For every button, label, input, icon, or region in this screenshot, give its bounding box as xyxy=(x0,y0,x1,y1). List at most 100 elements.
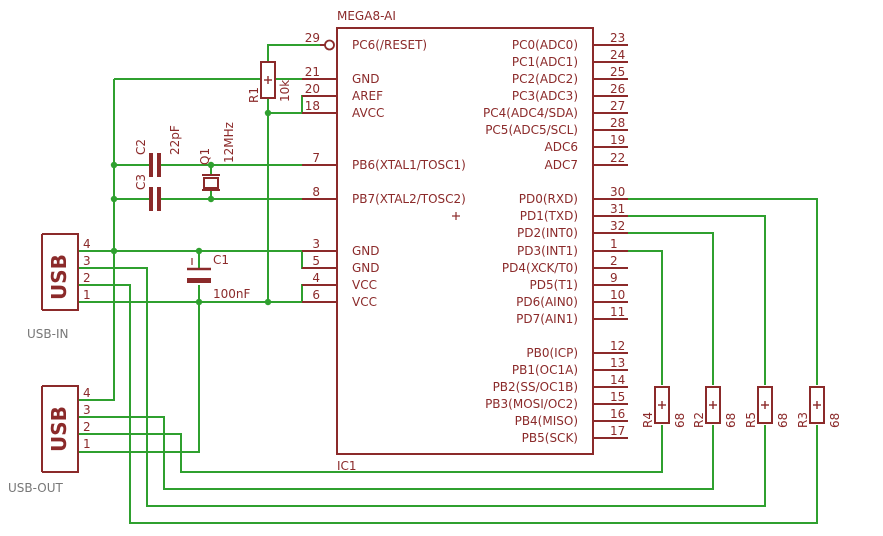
pin-number: 12 xyxy=(610,339,625,353)
usb-out-pin-2: 2 xyxy=(83,420,91,434)
junction-dot xyxy=(110,195,118,203)
pin-number: 7 xyxy=(312,151,320,165)
pin-name: PB3(MOSI/OC2) xyxy=(485,397,578,411)
pin-number: 18 xyxy=(305,99,320,113)
junction-dot xyxy=(207,161,215,169)
connector-usb-in: USB USB-IN 4 3 2 1 xyxy=(27,233,91,341)
pin-number: 26 xyxy=(610,82,625,96)
usb-out-pin-1: 1 xyxy=(83,437,91,451)
r3-value: 68 xyxy=(828,413,842,428)
wire-usbin-pin2 xyxy=(78,284,818,524)
pin-name: PB1(OC1A) xyxy=(512,363,578,377)
wire-usbin-pin3 xyxy=(78,267,766,507)
pin-number: 3 xyxy=(312,237,320,251)
pin-name: PD5(T1) xyxy=(530,278,578,292)
q1-value: 12MHz xyxy=(222,122,236,163)
pin-name: PD1(TXD) xyxy=(520,209,578,223)
r4-ref: R4 xyxy=(641,412,655,428)
junction-dot xyxy=(195,298,203,306)
pin-number: 23 xyxy=(610,31,625,45)
pin-number: 8 xyxy=(312,185,320,199)
pin-name: PD3(INT1) xyxy=(517,244,578,258)
pin-name: ADC7 xyxy=(545,158,578,172)
pin-name: PB7(XTAL2/TOSC2) xyxy=(352,192,466,206)
junction-dot xyxy=(110,247,118,255)
resistor-r3: R3 68 xyxy=(796,386,842,428)
c1-plate xyxy=(187,278,211,283)
pin-number: 28 xyxy=(610,116,625,130)
ic-right-pins: 23PC0(ADC0)24PC1(ADC1)25PC2(ADC2)26PC3(A… xyxy=(483,31,628,445)
pin-name: PD7(AIN1) xyxy=(516,312,578,326)
pin-number: 22 xyxy=(610,151,625,165)
pin-number: 11 xyxy=(610,305,625,319)
usb-in-text: USB xyxy=(47,254,71,300)
pin-name: PD4(XCK/T0) xyxy=(502,261,578,275)
resistor-r4: R4 68 xyxy=(641,386,687,428)
pin-number: 10 xyxy=(610,288,625,302)
c3-plate xyxy=(157,187,161,211)
r3-ref: R3 xyxy=(796,412,810,428)
pin-number: 24 xyxy=(610,48,625,62)
wire-reset xyxy=(267,44,320,62)
pin-number: 6 xyxy=(312,288,320,302)
c3-plate xyxy=(149,187,153,211)
capacitor-c2: C2 22pF xyxy=(134,125,182,177)
wire-usbout-pin2 xyxy=(78,425,663,473)
junction-dot xyxy=(110,161,118,169)
c1-value: 100nF xyxy=(213,287,251,301)
pin-number: 29 xyxy=(305,31,320,45)
wire-usbout-pin3 xyxy=(78,416,714,490)
pin-name: PD2(INT0) xyxy=(517,226,578,240)
junction-dot xyxy=(195,247,203,255)
capacitor-c3: C3 xyxy=(134,174,161,211)
pin-name: PC3(ADC3) xyxy=(512,89,578,103)
r2-value: 68 xyxy=(724,413,738,428)
c2-value: 22pF xyxy=(168,125,182,155)
junction-dot xyxy=(264,298,272,306)
pin-number: 31 xyxy=(610,202,625,216)
usb-out-pin-4: 4 xyxy=(83,386,91,400)
crystal-q1: Q1 12MHz xyxy=(198,122,236,191)
wire-c1-bottom xyxy=(78,285,200,453)
usb-out-text: USB xyxy=(47,406,71,452)
pin-name: AREF xyxy=(352,89,383,103)
pin-name: PD6(AIN0) xyxy=(516,295,578,309)
pin-name: PC4(ADC4/SDA) xyxy=(483,106,578,120)
pin-number: 30 xyxy=(610,185,625,199)
usb-in-name: USB-IN xyxy=(27,327,68,341)
capacitor-c1: C1 100nF xyxy=(187,253,251,301)
c2-plate xyxy=(149,153,153,177)
pin-name: PC1(ADC1) xyxy=(512,55,578,69)
resistor-r5: R5 68 xyxy=(744,386,790,428)
pin-number: 32 xyxy=(610,219,625,233)
pin-name: PD0(RXD) xyxy=(519,192,578,206)
usb-out-pin-3: 3 xyxy=(83,403,91,417)
wire-pd0-r3 xyxy=(610,198,818,385)
pin-number: 17 xyxy=(610,424,625,438)
pin-name: PB2(SS/OC1B) xyxy=(493,380,578,394)
